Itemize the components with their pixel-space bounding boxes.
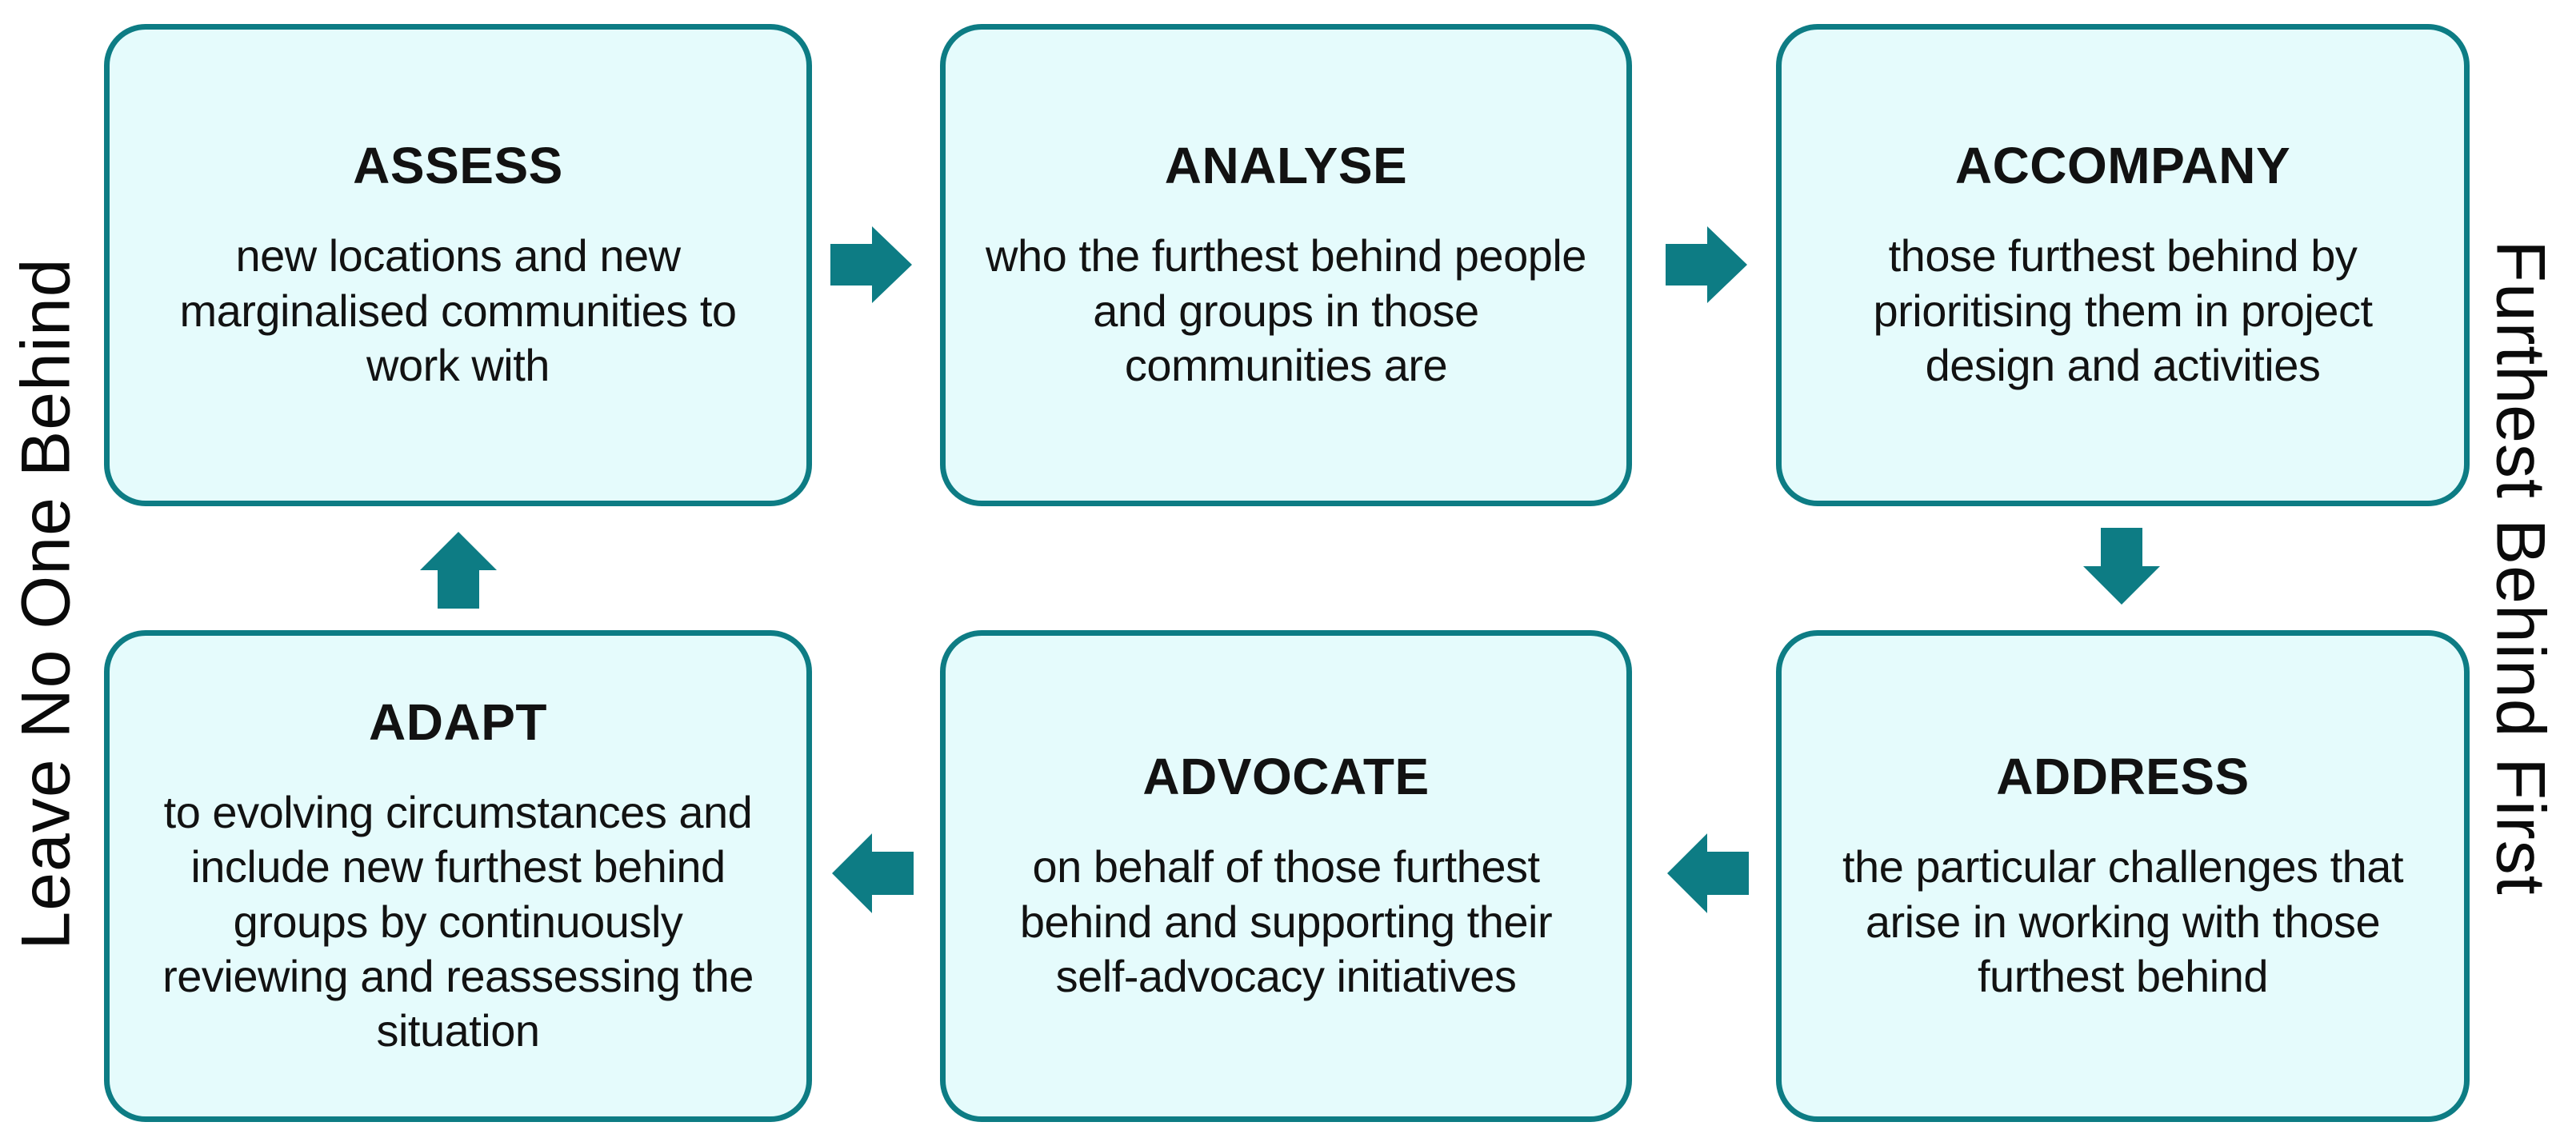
left-axis-label: Leave No One Behind: [7, 258, 85, 950]
box-assess: ASSESS new locations and new marginalise…: [104, 24, 812, 506]
arrow-left-icon: [1667, 833, 1749, 913]
box-assess-body: new locations and new marginalised commu…: [179, 230, 737, 390]
box-advocate-title: ADVOCATE: [1142, 747, 1430, 805]
arrow-left-icon: [832, 833, 914, 913]
box-assess-title: ASSESS: [353, 136, 563, 194]
box-address-title: ADDRESS: [1996, 747, 2250, 805]
arrow-right-icon: [830, 226, 912, 303]
box-accompany-body: those furthest behind by prioritising th…: [1873, 230, 2373, 390]
box-advocate: ADVOCATE on behalf of those furthest beh…: [940, 630, 1632, 1122]
box-address-body: the particular challenges that arise in …: [1842, 841, 2404, 1001]
box-analyse-body: who the furthest behind people and group…: [986, 230, 1586, 390]
arrow-down-icon: [2083, 528, 2160, 605]
box-adapt-body: to evolving circumstances and include ne…: [162, 786, 754, 1056]
box-adapt-title: ADAPT: [369, 693, 547, 751]
box-analyse: ANALYSE who the furthest behind people a…: [940, 24, 1632, 506]
right-axis-label: Furthest Behind First: [2482, 240, 2559, 896]
box-accompany-title: ACCOMPANY: [1954, 136, 2291, 194]
arrow-up-icon: [420, 532, 497, 609]
box-advocate-body: on behalf of those furthest behind and s…: [1019, 841, 1553, 1001]
arrow-right-icon: [1666, 226, 1747, 303]
box-adapt: ADAPT to evolving circumstances and incl…: [104, 630, 812, 1122]
box-address: ADDRESS the particular challenges that a…: [1776, 630, 2470, 1122]
box-accompany: ACCOMPANY those furthest behind by prior…: [1776, 24, 2470, 506]
box-analyse-title: ANALYSE: [1164, 136, 1408, 194]
